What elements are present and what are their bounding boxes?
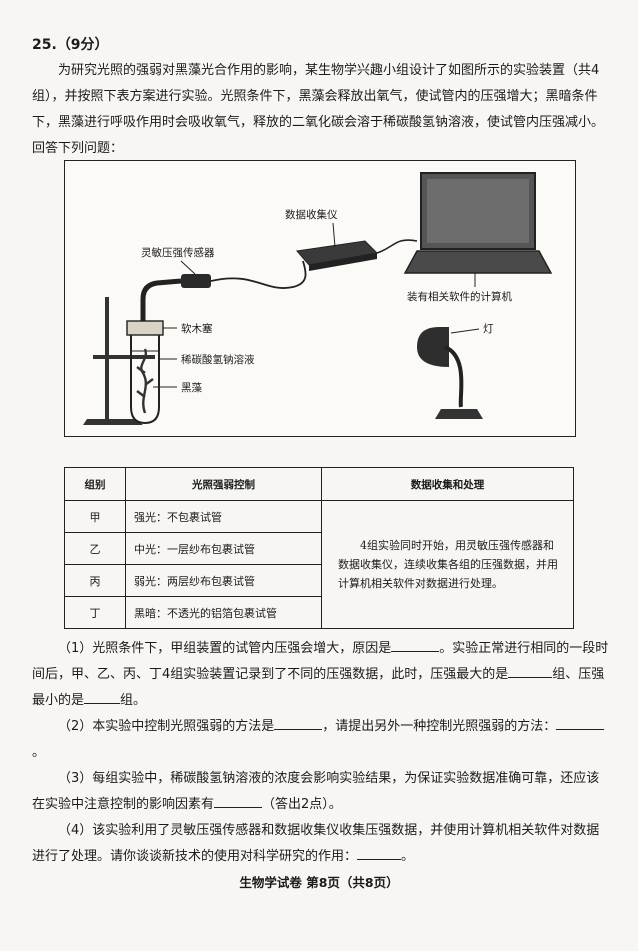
label-sensor: 灵敏压强传感器 (141, 247, 215, 259)
intro-paragraph: 为研究光照的强弱对黑藻光合作用的影响，某生物学兴趣小组设计了如图所示的实验装置（… (32, 63, 605, 156)
table-row: 乙 中光：一层纱布包裹试管 (64, 532, 574, 565)
q1-text-a: （1）光照条件下，甲组装置的试管内压强会增大，原因是 (58, 641, 392, 656)
header-data-processing: 数据收集和处理 (321, 467, 574, 501)
q1-text-c: 组、压强最小的是 (32, 667, 605, 708)
label-computer: 装有相关软件的计算机 (407, 291, 512, 303)
header-light-control: 光照强弱控制 (125, 467, 322, 501)
group-cell: 甲 (64, 500, 126, 533)
plant-shape (136, 348, 154, 414)
q4-text-a: （4）该实验利用了灵敏压强传感器和数据收集仪收集压强数据，并使用计算机相关软件对… (32, 823, 600, 864)
q2-text-c: 。 (32, 745, 46, 760)
q1-blank-reason[interactable] (391, 651, 440, 652)
label-collector: 数据收集仪 (285, 209, 338, 221)
table-row: 丁 黑暗：不透光的铝箔包裹试管 (64, 596, 574, 629)
test-tube (130, 331, 160, 425)
table-row: 甲 强光：不包裹试管 4组实验同时开始，用灵敏压强传感器和数据收集仪，连续收集各… (64, 500, 574, 629)
q2-text-b: ，请提出另外一种控制光照强弱的方法： (322, 719, 557, 734)
control-cell: 黑暗：不透光的铝箔包裹试管 (125, 596, 322, 629)
q3-blank-factors[interactable] (214, 807, 263, 808)
lamp-head (417, 327, 449, 367)
q1-text-b: 。实验正常进行相同的一段时间后，甲、乙、丙、丁4组实验装置记录到了不同的压强数据… (32, 641, 609, 682)
pressure-sensor (181, 274, 211, 288)
experiment-table: 组别 光照强弱控制 数据收集和处理 甲 强光：不包裹试管 4组实验同时开始，用灵… (64, 467, 574, 629)
question-1: （1）光照条件下，甲组装置的试管内压强会增大，原因是。实验正常进行相同的一段时间… (32, 636, 610, 714)
stand-base (83, 419, 143, 425)
table-row: 丙 弱光：两层纱布包裹试管 (64, 564, 574, 597)
collector-cable (376, 239, 418, 254)
question-2: （2）本实验中控制光照强弱的方法是 ，请提出另外一种控制光照强弱的方法： 。 (32, 714, 610, 766)
label-solution: 稀碳酸氢钠溶液 (181, 354, 255, 366)
table-header-row: 组别 光照强弱控制 数据收集和处理 (64, 467, 574, 501)
q1-blank-min[interactable] (84, 703, 121, 704)
label-plant: 黑藻 (181, 382, 202, 394)
group-cell: 丙 (64, 564, 126, 597)
laptop-base (403, 250, 553, 274)
q2-text-a: （2）本实验中控制光照强弱的方法是 (58, 719, 275, 734)
q4-text-b: 。 (401, 849, 415, 864)
q2-blank-other-method[interactable] (556, 729, 605, 730)
q3-text-a: （3）每组实验中，稀碳酸氢钠溶液的浓度会影响实验结果，为保证实验数据准确可靠，还… (32, 771, 600, 812)
question-3: （3）每组实验中，稀碳酸氢钠溶液的浓度会影响实验结果，为保证实验数据准确可靠，还… (32, 766, 610, 818)
stand-clamp (93, 355, 155, 359)
control-cell: 强光：不包裹试管 (125, 500, 322, 533)
label-stopper: 软木塞 (181, 323, 213, 335)
control-cell: 弱光：两层纱布包裹试管 (125, 564, 322, 597)
q4-blank-role[interactable] (357, 859, 402, 860)
q3-text-b: （答出2点）。 (262, 797, 342, 812)
processing-text: 4组实验同时开始，用灵敏压强传感器和数据收集仪，连续收集各组的压强数据，并用计算… (338, 539, 558, 590)
question-4: （4）该实验利用了灵敏压强传感器和数据收集仪收集压强数据，并使用计算机相关软件对… (32, 818, 610, 870)
apparatus-figure: 灵敏压强传感器 数据收集仪 装有相关软件的计算机 软木塞 稀碳酸氢钠溶液 黑藻 … (64, 160, 576, 437)
processing-cell: 4组实验同时开始，用灵敏压强传感器和数据收集仪，连续收集各组的压强数据，并用计算… (321, 500, 574, 629)
q1-blank-max[interactable] (508, 677, 553, 678)
control-cell: 中光：一层纱布包裹试管 (125, 532, 322, 565)
cork-stopper (126, 320, 164, 336)
question-header: 25.（9分） (32, 34, 109, 54)
apparatus-drawing (83, 172, 553, 425)
sensor-tube (140, 278, 182, 321)
sensor-cable (210, 260, 307, 289)
group-cell: 丁 (64, 596, 126, 629)
page-footer: 生物学试卷 第8页（共8页） (239, 875, 399, 890)
q1-text-d: 组。 (120, 693, 147, 708)
label-lamp: 灯 (483, 323, 494, 335)
header-group: 组别 (64, 467, 126, 501)
question-score: （9分） (56, 37, 109, 53)
lamp-base (435, 409, 483, 419)
q2-blank-method[interactable] (274, 729, 323, 730)
question-number: 25. (32, 37, 57, 53)
group-cell: 乙 (64, 532, 126, 565)
